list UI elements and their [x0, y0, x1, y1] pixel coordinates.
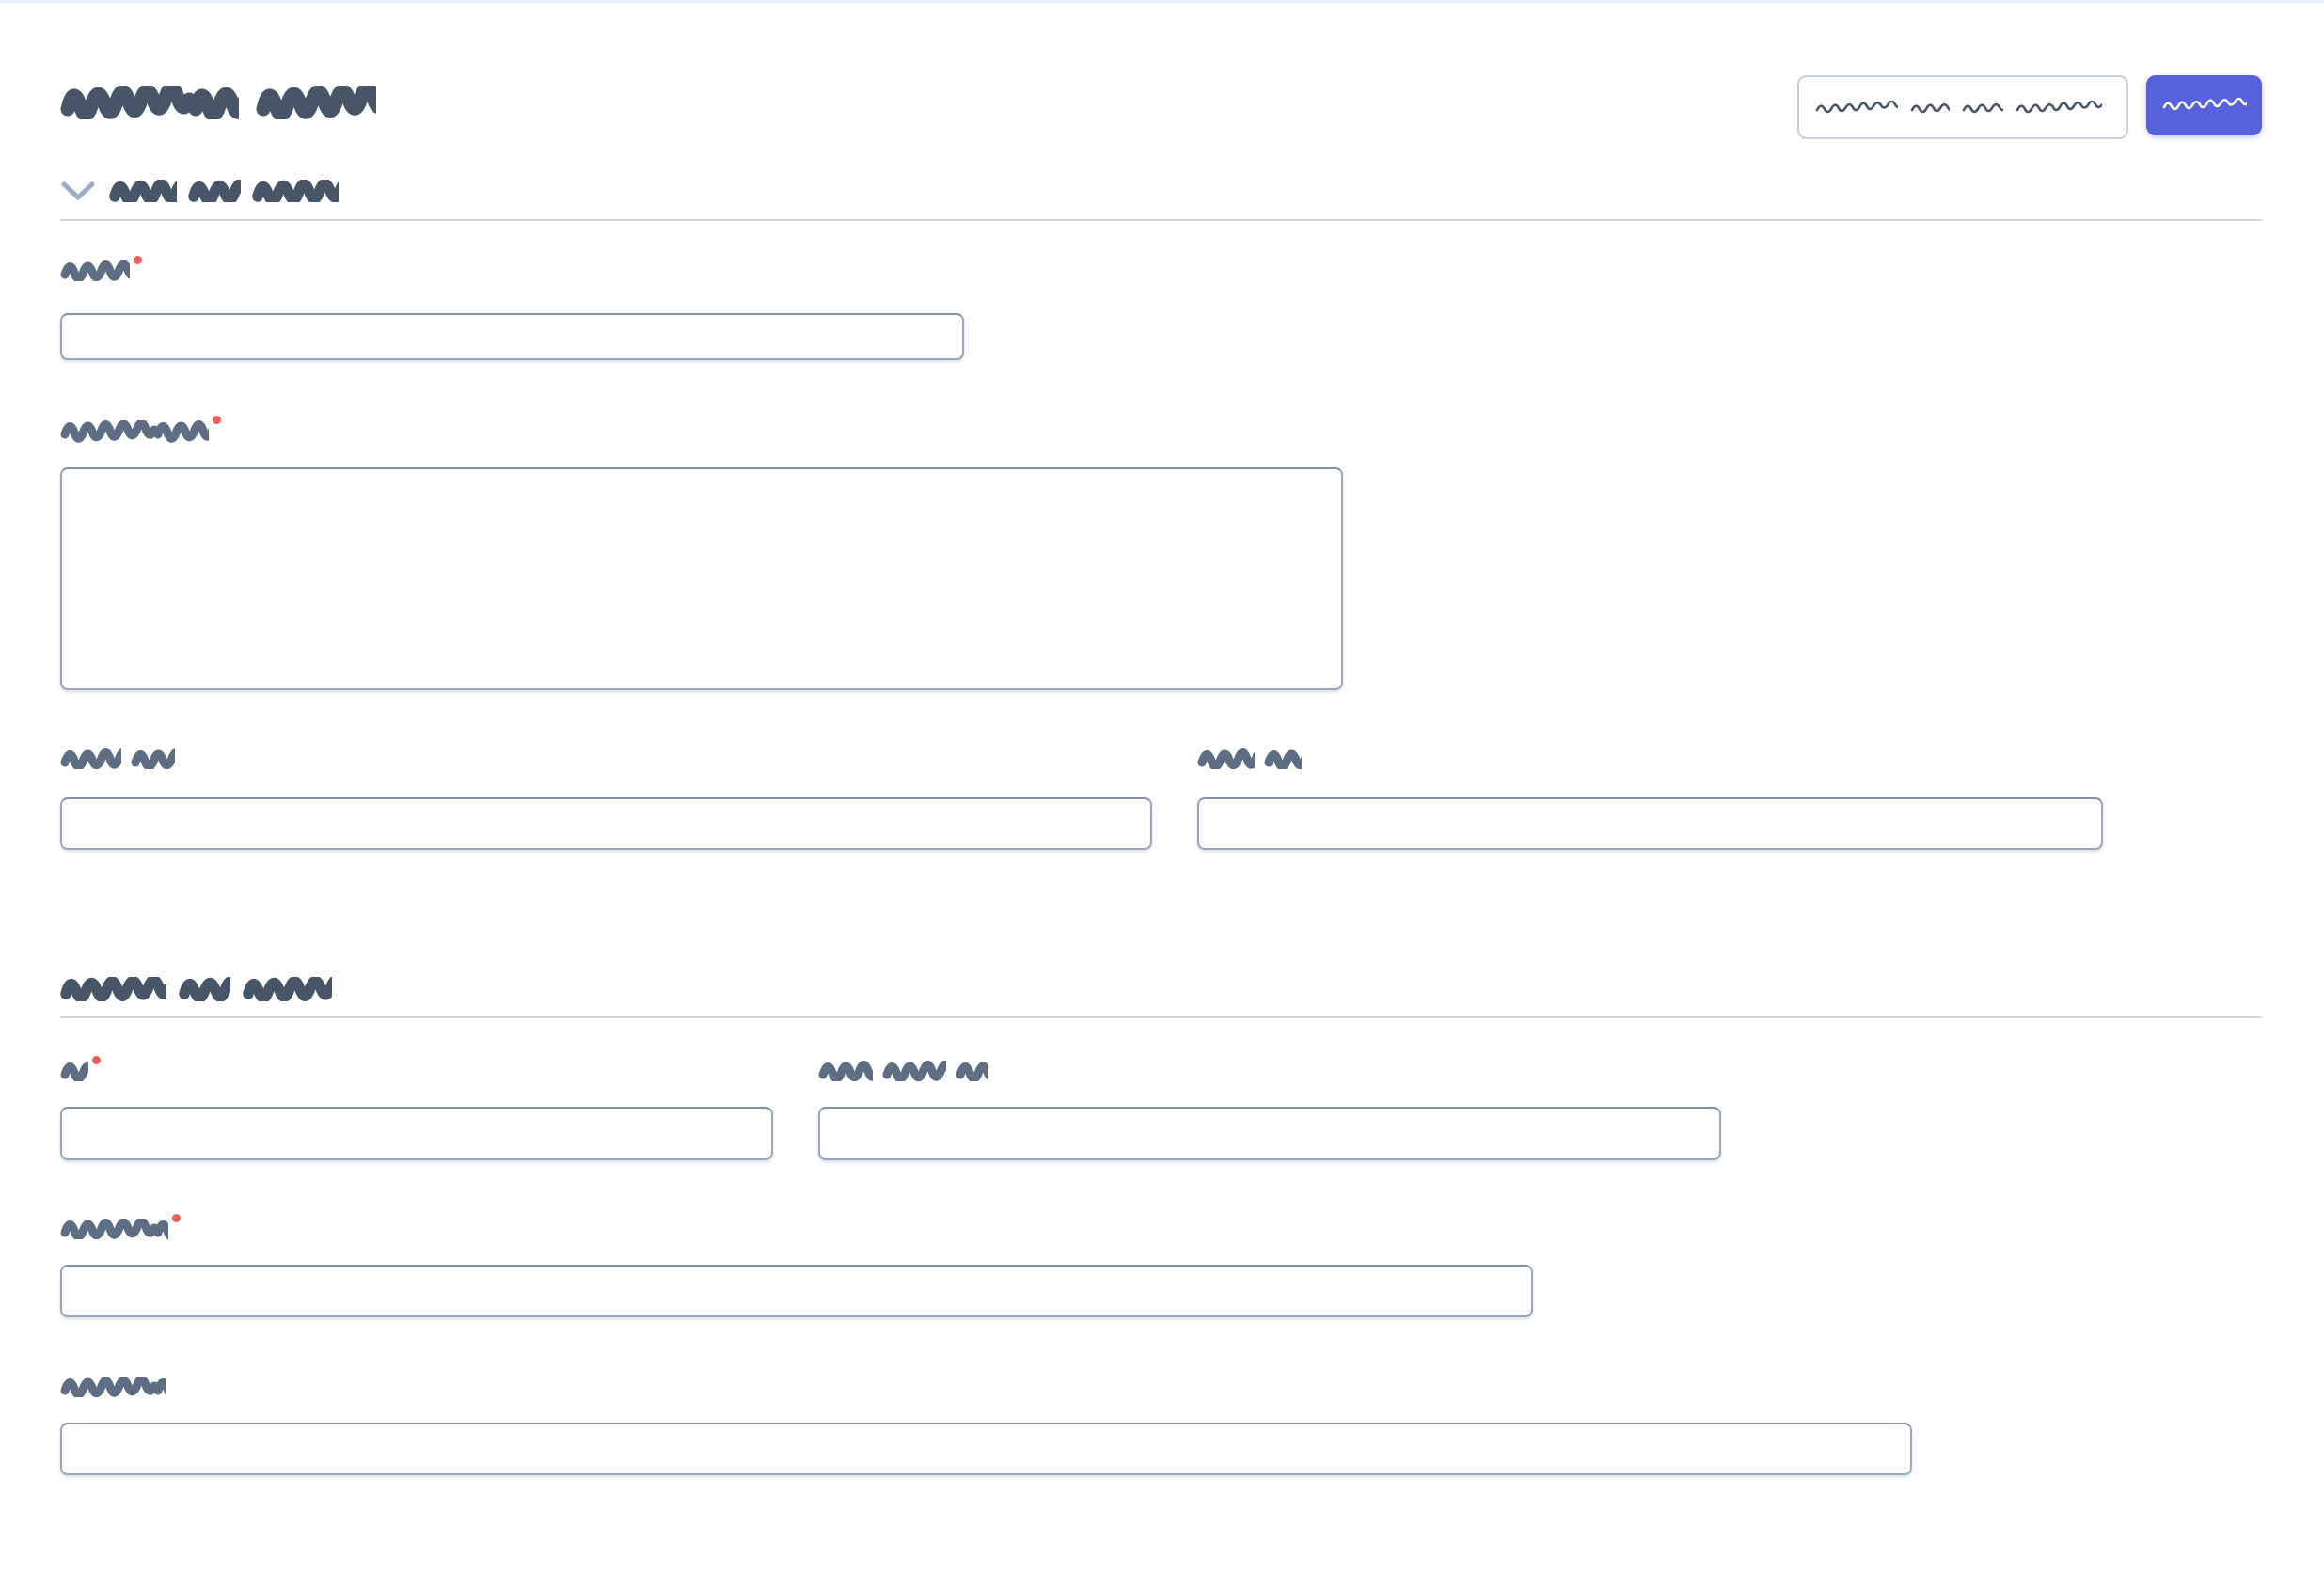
field-5-input[interactable]: [60, 1107, 773, 1160]
page-header: [60, 3, 2262, 139]
chevron-down-icon[interactable]: [60, 180, 96, 202]
field-4-group: [1197, 748, 2103, 850]
scribble-placeholder-word: [1910, 101, 1950, 114]
scribble-word: [60, 748, 121, 769]
scribble-word: [956, 1061, 988, 1081]
required-indicator: [172, 1214, 181, 1222]
field-7-label: [60, 1214, 2262, 1239]
page-title: [60, 86, 376, 119]
search-input[interactable]: [1797, 75, 2128, 139]
scribble-placeholder-word: [2016, 101, 2102, 114]
section-1-header[interactable]: [60, 180, 2262, 202]
field-6-input[interactable]: [818, 1107, 1721, 1160]
field-2-textarea[interactable]: [60, 467, 1343, 690]
scribble-word: [131, 748, 175, 769]
field-5-label: [60, 1056, 773, 1081]
scribble-word: [60, 1377, 166, 1397]
field-7-input[interactable]: [60, 1265, 1533, 1317]
scribble-word: [243, 977, 332, 1001]
scribble-word: [60, 260, 130, 281]
scribble-button-label: [2162, 98, 2247, 111]
scribble-word: [109, 180, 177, 202]
field-3-label: [60, 748, 1152, 769]
scribble-word: [179, 977, 230, 1001]
field-4-label: [1197, 748, 2103, 769]
section-2: [60, 977, 2262, 1475]
field-row: [60, 1056, 2262, 1160]
scribble-word: [60, 420, 209, 443]
field-8-label: [60, 1377, 2262, 1397]
scribble-word: [1264, 748, 1302, 769]
scribble-word: [60, 977, 166, 1001]
section-1: [60, 180, 2262, 850]
section-1-divider: [60, 219, 2262, 221]
header-actions: [1797, 75, 2262, 139]
section-1-heading: [109, 180, 339, 202]
scribble-word: [60, 86, 239, 119]
scribble-word: [60, 1219, 168, 1239]
page-container: [0, 3, 2324, 1475]
field-6-group: [818, 1061, 1721, 1160]
required-indicator: [213, 416, 221, 424]
scribble-word: [882, 1061, 946, 1081]
scribble-word: [60, 1061, 88, 1081]
section-2-header: [60, 977, 2262, 1001]
field-5-group: [60, 1056, 773, 1160]
field-8-input[interactable]: [60, 1423, 1912, 1475]
section-2-divider: [60, 1016, 2262, 1018]
field-3-input[interactable]: [60, 797, 1152, 850]
scribble-word: [252, 180, 339, 202]
field-row: [60, 748, 2262, 850]
field-3-group: [60, 748, 1152, 850]
scribble-word: [188, 180, 241, 202]
scribble-placeholder-word: [1815, 101, 1898, 114]
field-6-label: [818, 1061, 1721, 1081]
field-2-label: [60, 416, 2262, 443]
section-2-heading: [60, 977, 332, 1001]
required-indicator: [92, 1056, 101, 1064]
scribble-word: [256, 86, 376, 119]
primary-action-button[interactable]: [2146, 75, 2262, 135]
scribble-word: [1197, 748, 1255, 769]
scribble-placeholder-word: [1962, 101, 2003, 114]
field-4-input[interactable]: [1197, 797, 2103, 850]
field-1-label: [60, 256, 2262, 281]
field-1-input[interactable]: [60, 313, 964, 360]
required-indicator: [134, 256, 142, 264]
scribble-word: [818, 1061, 873, 1081]
